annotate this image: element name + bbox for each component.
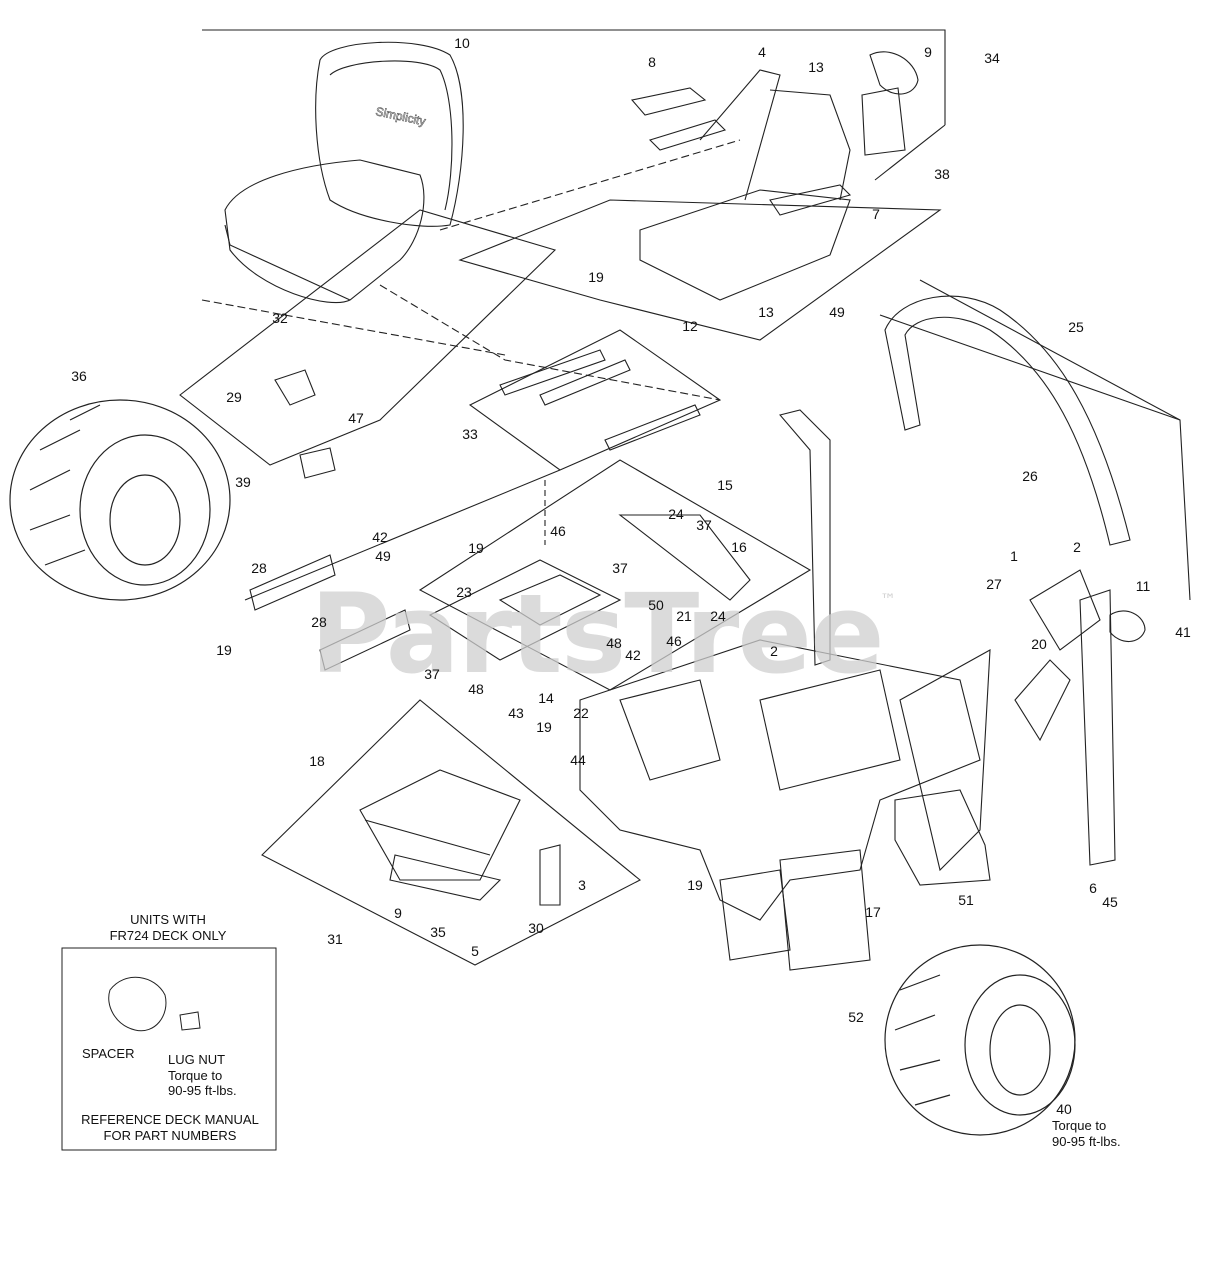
inset-header-line1: UNITS WITH [130, 912, 206, 927]
seat-plate-group [458, 199, 942, 341]
callout-1: 1 [1010, 548, 1018, 564]
callout-21: 21 [676, 608, 692, 624]
callout-42: 42 [625, 647, 641, 663]
inset-header: UNITS WITH FR724 DECK ONLY [100, 912, 236, 943]
inset-box [61, 947, 277, 1151]
callout-33: 33 [462, 426, 478, 442]
callout-30: 30 [528, 920, 544, 936]
inset-header-line2: FR724 DECK ONLY [109, 927, 227, 943]
lug-torque-line1: Torque to [168, 1067, 223, 1083]
callout-36: 36 [71, 368, 87, 384]
callout-10: 10 [454, 35, 470, 51]
callout-27: 27 [986, 576, 1002, 592]
adjust-knob [869, 51, 919, 95]
callout-44: 44 [570, 752, 586, 768]
callout-19: 19 [536, 719, 552, 735]
watermark: PartsTree [310, 570, 885, 698]
trademark-symbol: ™ [880, 590, 896, 609]
callout-28: 28 [311, 614, 327, 630]
torque-note-line1: Torque to [1052, 1118, 1107, 1133]
callout-35: 35 [430, 924, 446, 940]
callout-45: 45 [1102, 894, 1118, 910]
callout-3: 3 [578, 877, 586, 893]
callout-34: 34 [984, 50, 1000, 66]
seat-back: Simplicity [315, 41, 464, 227]
callout-38: 38 [934, 166, 950, 182]
callout-22: 22 [573, 705, 589, 721]
callout-9: 9 [394, 905, 402, 921]
callout-40: 40 [1056, 1101, 1072, 1117]
reference-note: REFERENCE DECK MANUAL FOR PART NUMBERS [70, 1112, 270, 1143]
callout-6: 6 [1089, 880, 1097, 896]
reference-line2: FOR PART NUMBERS [103, 1127, 237, 1143]
callout-19: 19 [216, 642, 232, 658]
callout-23: 23 [456, 584, 472, 600]
callout-5: 5 [471, 943, 479, 959]
armrest-pad [630, 87, 707, 116]
callout-14: 14 [538, 690, 554, 706]
callout-19: 19 [588, 269, 604, 285]
callout-4: 4 [758, 44, 766, 60]
callout-37: 37 [612, 560, 628, 576]
callout-12: 12 [682, 318, 698, 334]
callout-24: 24 [710, 608, 726, 624]
callout-25: 25 [1068, 319, 1084, 335]
callout-18: 18 [309, 753, 325, 769]
callout-42: 42 [372, 529, 388, 545]
callout-32: 32 [272, 310, 288, 326]
callout-46: 46 [550, 523, 566, 539]
svg-text:Simplicity: Simplicity [374, 104, 426, 128]
callout-20: 20 [1031, 636, 1047, 652]
callout-19: 19 [687, 877, 703, 893]
callout-9: 9 [924, 44, 932, 60]
reference-line1: REFERENCE DECK MANUAL [81, 1112, 259, 1127]
lug-nut-note: LUG NUT Torque to 90-95 ft-lbs. [168, 1052, 237, 1099]
callout-50: 50 [648, 597, 664, 613]
callout-11: 11 [1135, 578, 1151, 594]
lug-torque-line2: 90-95 ft-lbs. [168, 1083, 237, 1099]
callout-15: 15 [717, 477, 733, 493]
callout-37: 37 [424, 666, 440, 682]
callout-41: 41 [1175, 624, 1191, 640]
callout-2: 2 [1073, 539, 1081, 555]
seat-group-outline [202, 29, 946, 125]
callout-39: 39 [235, 474, 251, 490]
callout-51: 51 [958, 892, 974, 908]
chassis-frame [579, 639, 991, 971]
callout-13: 13 [758, 304, 774, 320]
callout-28: 28 [251, 560, 267, 576]
callout-16: 16 [731, 539, 747, 555]
callout-31: 31 [327, 931, 343, 947]
lug-nut-label: LUG NUT [168, 1052, 226, 1067]
callout-26: 26 [1022, 468, 1038, 484]
spacer-label: SPACER [82, 1046, 135, 1061]
seat-pan [639, 69, 851, 301]
callout-19: 19 [468, 540, 484, 556]
callout-2: 2 [770, 643, 778, 659]
seat-cushion [224, 159, 425, 304]
callout-49: 49 [829, 304, 845, 320]
callout-8: 8 [648, 54, 656, 70]
callout-43: 43 [508, 705, 524, 721]
callout-48: 48 [606, 635, 622, 651]
callout-49: 49 [375, 548, 391, 564]
steering-lever [779, 409, 831, 666]
torque-note: Torque to 90-95 ft-lbs. [1052, 1118, 1121, 1149]
callout-37: 37 [696, 517, 712, 533]
callout-7: 7 [872, 206, 880, 222]
callout-24: 24 [668, 506, 684, 522]
callout-17: 17 [865, 904, 881, 920]
callout-48: 48 [468, 681, 484, 697]
callout-47: 47 [348, 410, 364, 426]
callout-46: 46 [666, 633, 682, 649]
callout-13: 13 [808, 59, 824, 75]
callout-29: 29 [226, 389, 242, 405]
torque-note-line2: 90-95 ft-lbs. [1052, 1133, 1121, 1149]
roll-bar [884, 295, 1131, 546]
callout-52: 52 [848, 1009, 864, 1025]
rear-wheel-left [9, 399, 231, 601]
rear-wheel-right [884, 944, 1076, 1136]
